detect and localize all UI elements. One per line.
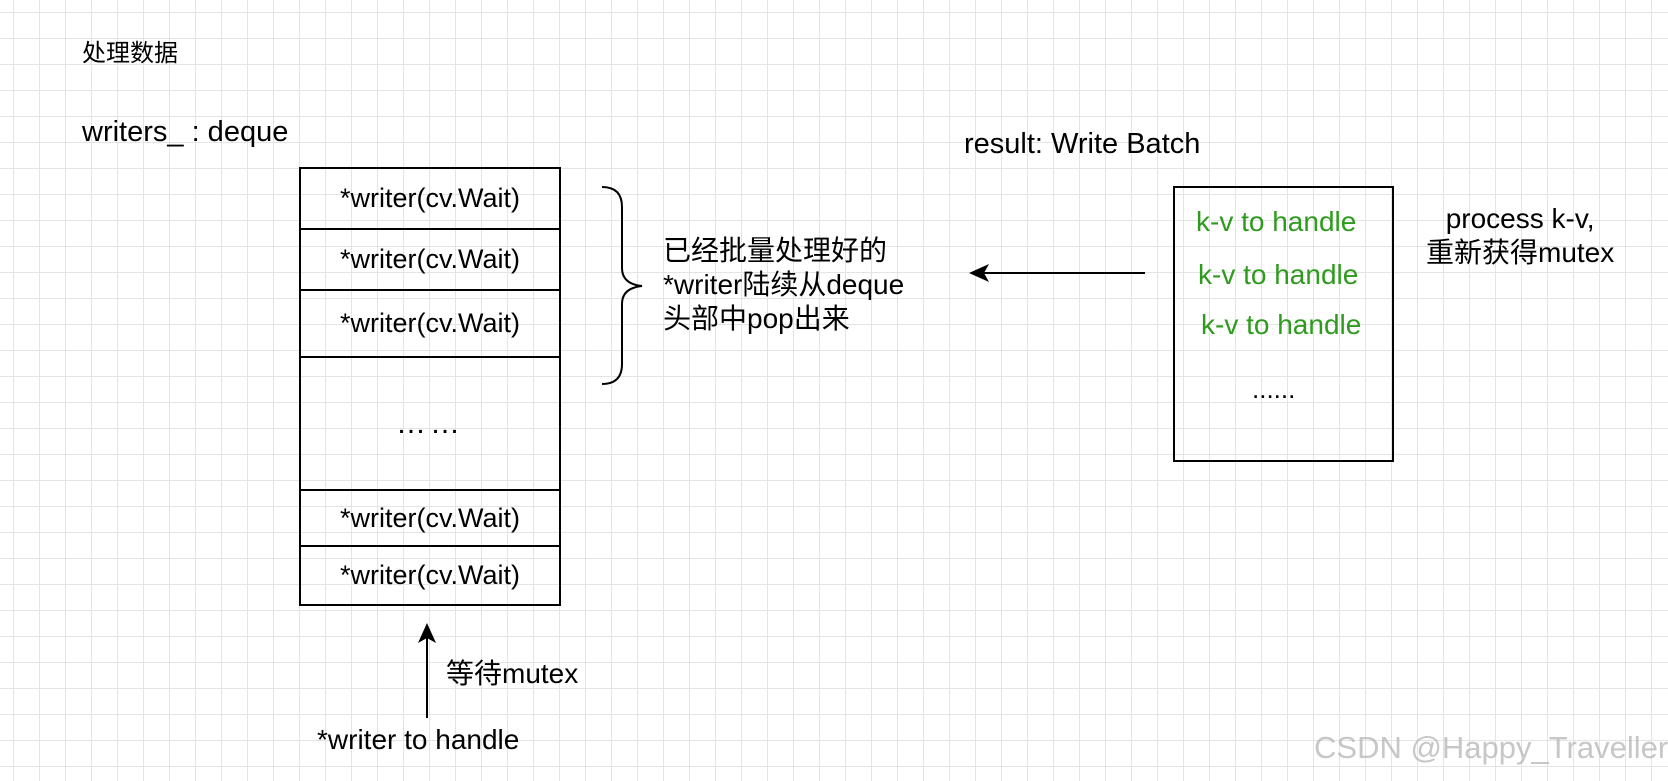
- process-note: process k-v, 重新获得mutex: [1426, 202, 1614, 270]
- deque-ellipsis-cell: ……: [301, 358, 559, 491]
- curly-brace: [601, 186, 643, 385]
- kv-item: k-v to handle: [1198, 259, 1359, 290]
- batched-note-line: *writer陆续从deque: [663, 269, 905, 301]
- deque-cell: *writer(cv.Wait): [301, 291, 559, 358]
- process-note-line: 重新获得mutex: [1426, 237, 1615, 269]
- result-label: result: Write Batch: [964, 128, 1201, 160]
- kv-item: k-v to handle: [1196, 206, 1357, 237]
- wait-mutex-label: 等待mutex: [446, 658, 579, 689]
- batched-note-line: 头部中pop出来: [663, 303, 850, 335]
- batched-note-line: 已经批量处理好的: [663, 235, 888, 266]
- deque-cell: *writer(cv.Wait): [340, 560, 520, 590]
- kv-item: k-v to handle: [1201, 309, 1362, 340]
- deque-cell: *writer(cv.Wait): [301, 230, 559, 291]
- writers-deque: *writer(cv.Wait) *writer(cv.Wait) *write…: [299, 167, 561, 606]
- page-title: 处理数据: [82, 40, 178, 67]
- watermark: CSDN @Happy_Traveller: [1314, 730, 1668, 765]
- batched-note: 已经批量处理好的 *writer陆续从deque 头部中pop出来: [663, 234, 904, 336]
- deque-label: writers_ : deque: [82, 116, 289, 148]
- kv-ellipsis: ......: [1252, 374, 1296, 404]
- deque-cell: *writer(cv.Wait): [301, 169, 559, 230]
- incoming-arrow-head: [418, 623, 436, 643]
- deque-cell: *writer(cv.Wait): [301, 491, 559, 547]
- process-note-line: process k-v,: [1445, 203, 1595, 234]
- writer-to-handle-label: *writer to handle: [317, 724, 520, 755]
- write-batch-box: k-v to handle k-v to handle k-v to handl…: [1173, 186, 1394, 462]
- result-arrow-head: [969, 264, 989, 282]
